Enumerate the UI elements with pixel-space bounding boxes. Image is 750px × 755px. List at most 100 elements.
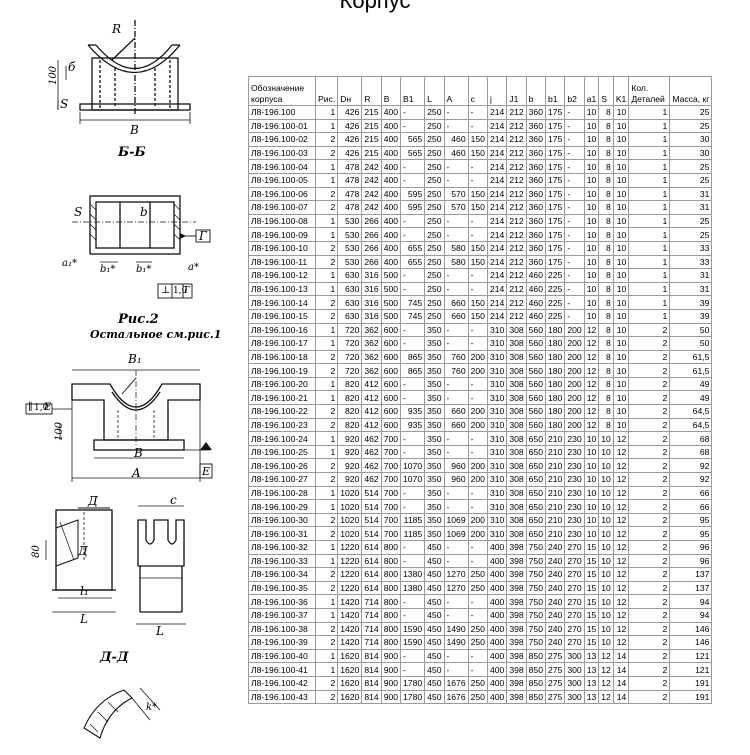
table-cell: -: [467, 431, 488, 446]
table-cell: Л8-196.100-04: [248, 159, 316, 174]
table-cell: -: [467, 499, 488, 514]
table-cell: 225: [544, 268, 566, 283]
table-cell: 1: [628, 186, 671, 202]
table-cell: 750: [525, 567, 547, 582]
label-k: k*: [146, 702, 158, 713]
table-cell: 400: [380, 159, 402, 174]
table-cell: 10: [612, 404, 630, 419]
label-a1: a₁*: [62, 258, 77, 269]
table-cell: 308: [506, 336, 527, 351]
table-cell: 600: [380, 363, 402, 378]
table-cell: 250: [467, 689, 488, 705]
table-cell: 10: [612, 308, 630, 324]
table-cell: 865: [400, 363, 426, 378]
table-cell: 814: [361, 689, 382, 705]
table-cell: 310: [486, 431, 508, 446]
table-cell: -: [400, 594, 426, 609]
table-cell: 250: [424, 268, 445, 283]
table-cell: 250: [467, 580, 488, 596]
table-cell: 68: [669, 431, 713, 446]
table-cell: 8: [598, 118, 614, 134]
label-a: A: [132, 466, 141, 480]
table-cell: 350: [424, 499, 445, 514]
table-cell: 31: [669, 186, 713, 202]
table-cell: Л8-196.100-28: [248, 485, 316, 501]
table-cell: Л8-196.100-30: [248, 512, 316, 528]
table-cell: 250: [424, 254, 445, 270]
table-cell: -: [443, 213, 469, 229]
table-cell: 565: [400, 145, 426, 161]
table-cell: 614: [361, 567, 382, 582]
table-cell: 10: [612, 145, 630, 161]
table-cell: -: [443, 390, 469, 406]
table-cell: 10: [612, 336, 630, 351]
table-cell: 94: [669, 607, 713, 623]
table-cell: -: [400, 376, 426, 392]
table-cell: -: [564, 240, 585, 256]
table-cell: Л8-196.100-14: [248, 295, 316, 310]
table-cell: 10: [598, 567, 614, 582]
table-cell: 460: [525, 268, 547, 283]
table-cell: 230: [564, 472, 585, 487]
table-cell: 1069: [443, 512, 469, 528]
table-cell: Л8-196.100-11: [248, 254, 316, 270]
table-cell: 180: [544, 376, 566, 392]
table-cell: 2: [314, 349, 339, 365]
table-cell: 350: [424, 349, 445, 365]
table-cell: 570: [443, 186, 469, 202]
table-cell: 560: [525, 322, 547, 338]
table-cell: 1: [628, 254, 671, 270]
table-cell: 750: [525, 607, 547, 623]
table-cell: 15: [583, 580, 600, 596]
table-cell: 250: [424, 186, 445, 202]
table-cell: 460: [525, 308, 547, 324]
table-cell: 530: [337, 254, 363, 270]
table-cell: 1020: [337, 499, 363, 514]
table-cell: 1: [628, 281, 671, 297]
table-cell: 1420: [337, 635, 363, 650]
table-cell: 2: [628, 322, 671, 338]
table-cell: 514: [361, 485, 382, 501]
table-cell: 500: [380, 295, 402, 310]
table-cell: 800: [380, 567, 402, 582]
table-cell: 316: [361, 308, 382, 324]
table-cell: 10: [612, 417, 630, 433]
table-cell: 10: [612, 200, 630, 215]
table-cell: 362: [361, 322, 382, 338]
table-cell: 150: [467, 254, 488, 270]
table-cell: -: [443, 594, 469, 609]
table-cell: 210: [544, 444, 566, 460]
table-cell: 310: [486, 485, 508, 501]
table-cell: 250: [467, 675, 488, 691]
table-cell: 240: [544, 553, 566, 569]
table-cell: 800: [380, 540, 402, 555]
table-cell: 935: [400, 417, 426, 433]
table-cell: 750: [525, 594, 547, 609]
table-cell: 560: [525, 363, 547, 378]
table-cell: -: [564, 254, 585, 270]
table-cell: -: [443, 553, 469, 569]
table-cell: 478: [337, 200, 363, 215]
table-cell: Л8-196.100-27: [248, 472, 316, 487]
table-cell: 270: [564, 567, 585, 582]
table-cell: 814: [361, 675, 382, 691]
table-cell: 12: [583, 376, 600, 392]
table-cell: 12: [612, 485, 630, 501]
table-cell: 714: [361, 594, 382, 609]
table-cell: Л8-196.100-29: [248, 499, 316, 514]
table-cell: 10: [612, 118, 630, 134]
table-cell: 310: [486, 336, 508, 351]
table-cell: 1: [628, 268, 671, 283]
table-cell: 2: [628, 662, 671, 677]
table-cell: 214: [486, 159, 508, 174]
table-cell: -: [564, 145, 585, 161]
table-cell: 2: [314, 200, 339, 215]
table-cell: 270: [564, 594, 585, 609]
label-l-left: L: [80, 612, 88, 626]
table-cell: 400: [380, 118, 402, 134]
table-cell: 10: [612, 186, 630, 202]
label-parallel: ∥: [28, 402, 33, 413]
